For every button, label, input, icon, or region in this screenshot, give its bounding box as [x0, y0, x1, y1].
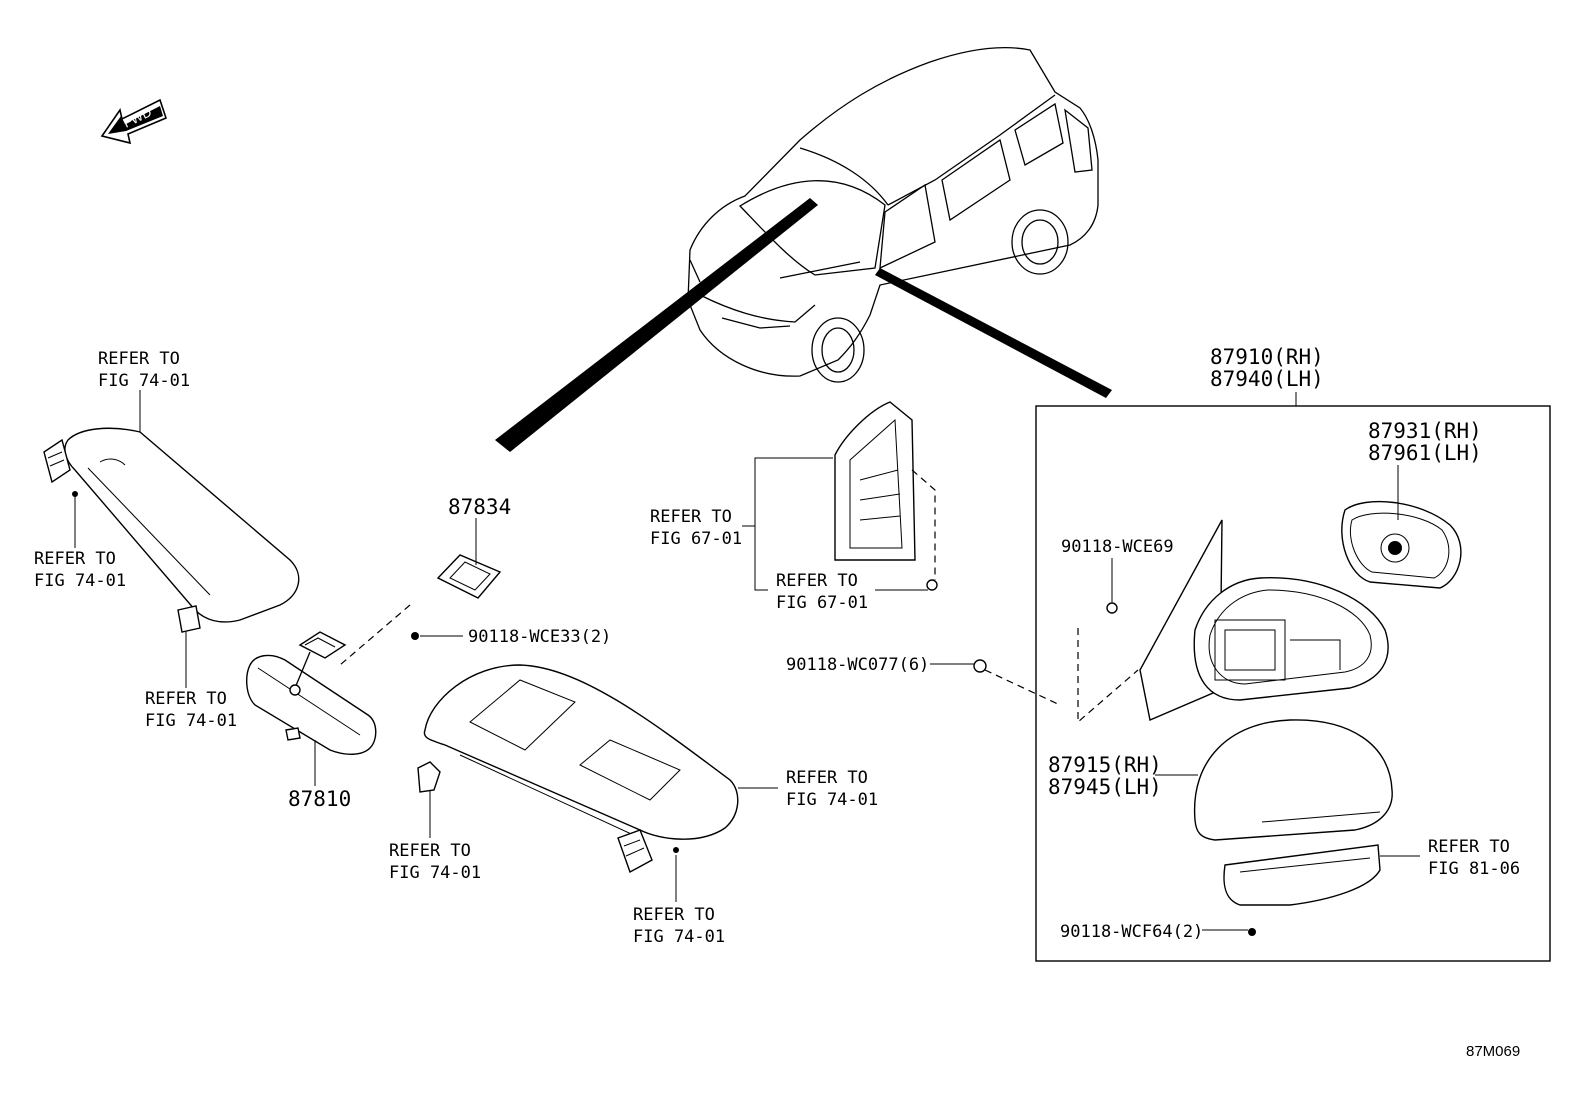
label-part-87915: 87915(RH) 87945(LH): [1048, 753, 1162, 799]
svg-text:87910(RH): 87910(RH): [1210, 345, 1324, 369]
svg-text:REFER TO: REFER TO: [633, 905, 715, 925]
label-part-87810: 87810: [288, 787, 351, 811]
svg-text:REFER TO: REFER TO: [145, 689, 227, 709]
mirror-assembly-box: [1035, 405, 1551, 962]
label-refer-visor-rh-holder: REFER TO FIG 74-01: [633, 905, 725, 947]
svg-text:REFER TO: REFER TO: [786, 768, 868, 788]
svg-text:FIG 67-01: FIG 67-01: [650, 529, 742, 549]
svg-text:REFER TO: REFER TO: [776, 571, 858, 591]
svg-text:REFER TO: REFER TO: [98, 349, 180, 369]
label-part-90118-wce33: 90118-WCE33(2): [468, 627, 611, 647]
svg-text:FIG 74-01: FIG 74-01: [98, 371, 190, 391]
mirror-cover-87915: [1193, 719, 1393, 841]
label-refer-door-clip: REFER TO FIG 67-01: [776, 571, 868, 613]
svg-text:FIG 74-01: FIG 74-01: [34, 571, 126, 591]
label-refer-turn-lamp: REFER TO FIG 81-06: [1428, 837, 1520, 879]
door-mirror-assembly: [973, 519, 1389, 724]
rear-view-mirror-87810: [246, 631, 377, 755]
svg-text:REFER TO: REFER TO: [34, 549, 116, 569]
fwd-arrow-icon: FWD: [100, 98, 167, 145]
label-refer-visor-lh-top: REFER TO FIG 74-01: [98, 349, 190, 391]
side-turn-lamp: [1223, 844, 1381, 936]
vehicle-outline: [495, 46, 1112, 452]
label-part-90118-wcf64: 90118-WCF64(2): [1060, 922, 1203, 942]
label-part-87931: 87931(RH) 87961(LH): [1368, 419, 1482, 465]
svg-text:87940(LH): 87940(LH): [1210, 367, 1324, 391]
svg-text:87931(RH): 87931(RH): [1368, 419, 1482, 443]
label-part-87834: 87834: [448, 495, 511, 519]
label-refer-visor-lh-clip: REFER TO FIG 74-01: [145, 689, 237, 731]
svg-text:REFER TO: REFER TO: [1428, 837, 1510, 857]
clip-87834: [411, 554, 502, 640]
label-part-90118-wc077: 90118-WC077(6): [786, 655, 929, 675]
svg-text:FIG 67-01: FIG 67-01: [776, 593, 868, 613]
svg-text:FIG 81-06: FIG 81-06: [1428, 859, 1520, 879]
label-refer-door-glass: REFER TO FIG 67-01: [650, 507, 742, 549]
svg-text:REFER TO: REFER TO: [389, 841, 471, 861]
svg-text:FIG 74-01: FIG 74-01: [145, 711, 237, 731]
leader-lines: [74, 390, 1420, 931]
label-part-90118-wce69: 90118-WCE69: [1061, 537, 1174, 557]
svg-text:87945(LH): 87945(LH): [1048, 775, 1162, 799]
svg-text:FIG 74-01: FIG 74-01: [633, 927, 725, 947]
label-refer-visor-rh-body: REFER TO FIG 74-01: [786, 768, 878, 810]
label-refer-visor-rh-clip: REFER TO FIG 74-01: [389, 841, 481, 883]
sun-visor-lh: [43, 427, 300, 633]
svg-text:REFER TO: REFER TO: [650, 507, 732, 527]
diagram-code: 87M069: [1466, 1043, 1520, 1060]
svg-text:87915(RH): 87915(RH): [1048, 753, 1162, 777]
sun-visor-rh: [417, 664, 739, 874]
mirror-glass-87931: [1341, 500, 1462, 589]
svg-text:87961(LH): 87961(LH): [1368, 441, 1482, 465]
svg-text:FIG 74-01: FIG 74-01: [786, 790, 878, 810]
label-refer-visor-lh-screw: REFER TO FIG 74-01: [34, 549, 126, 591]
door-triangle-glass: [834, 401, 938, 591]
svg-text:FIG 74-01: FIG 74-01: [389, 863, 481, 883]
label-part-87910: 87910(RH) 87940(LH): [1210, 345, 1324, 391]
